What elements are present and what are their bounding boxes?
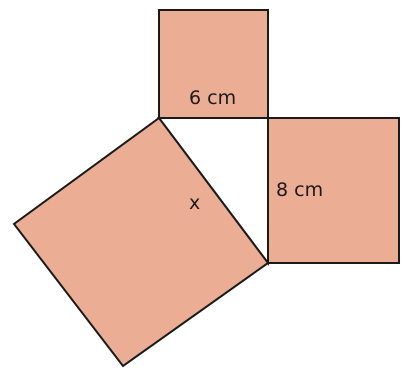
label-8cm: 8 cm — [276, 179, 323, 201]
label-6cm: 6 cm — [189, 87, 236, 109]
label-x: x — [189, 192, 200, 214]
square-side-8cm — [267, 117, 400, 264]
square-hypotenuse — [12, 116, 270, 368]
square-side-6cm — [158, 9, 269, 119]
